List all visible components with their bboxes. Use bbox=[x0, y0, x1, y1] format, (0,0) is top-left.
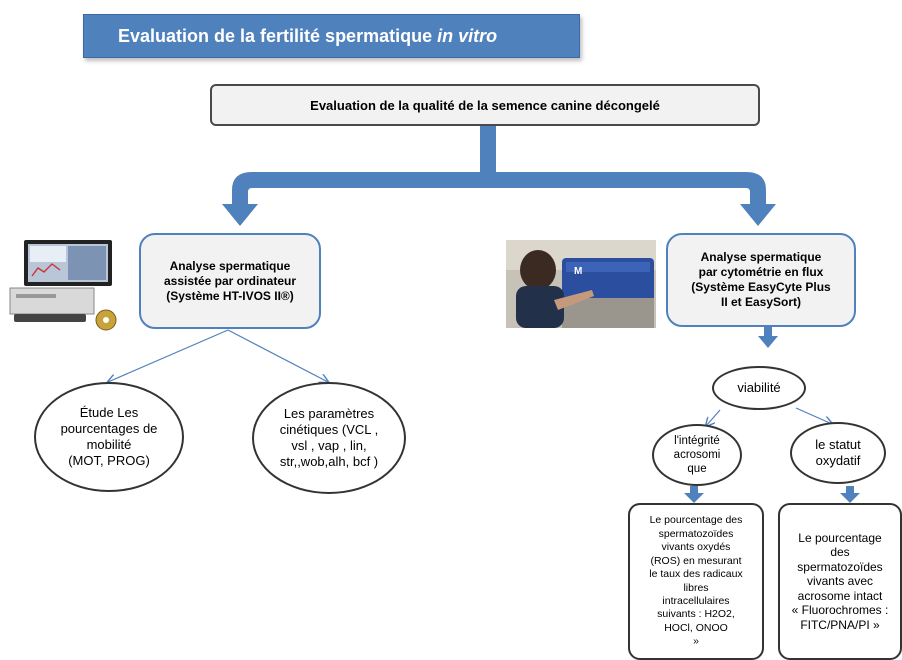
flow-cytometer-operator-photo: M bbox=[506, 240, 656, 328]
left-branch-label: Analyse spermatique assistée par ordinat… bbox=[163, 258, 297, 303]
left-child-label-2: Les paramètres cinétiques (VCL , vsl , v… bbox=[279, 406, 379, 469]
computer-analyzer-photo bbox=[9, 240, 117, 331]
left-branch-node: Analyse spermatique assistée par ordinat… bbox=[139, 233, 321, 329]
right-branch-label: Analyse spermatique par cytométrie en fl… bbox=[691, 250, 831, 309]
title-text: Evaluation de la fertilité spermatique bbox=[118, 25, 433, 46]
detail-box-2: Le pourcentage des spermatozoïdes vivant… bbox=[778, 503, 902, 660]
left-child-ellipse-2: Les paramètres cinétiques (VCL , vsl , v… bbox=[252, 382, 406, 494]
left-child-label-1: Étude Les pourcentages de mobilité (MOT,… bbox=[60, 405, 158, 468]
right-child-label-1: l'intégrité acrosomi que bbox=[673, 435, 721, 475]
main-split-arrow bbox=[222, 126, 776, 226]
detail-label-2: Le pourcentage des spermatozoïdes vivant… bbox=[791, 530, 889, 632]
connector-left-1 bbox=[108, 329, 229, 382]
arrow-head-right bbox=[740, 204, 776, 226]
right-branch-node: Analyse spermatique par cytométrie en fl… bbox=[666, 233, 856, 327]
right-child-ellipse-2: le statut oxydatif bbox=[790, 422, 886, 484]
right-child-label-2: le statut oxydatif bbox=[815, 437, 861, 468]
svg-text:M: M bbox=[574, 266, 582, 277]
main-arrow-stem bbox=[480, 126, 496, 172]
viability-ellipse: viabilité bbox=[712, 366, 806, 410]
left-child-ellipse-1: Étude Les pourcentages de mobilité (MOT,… bbox=[34, 382, 184, 492]
detail-box-1: Le pourcentage des spermatozoïdes vivant… bbox=[628, 503, 764, 660]
right-block-arrows bbox=[684, 327, 860, 503]
root-node: Evaluation de la qualité de la semence c… bbox=[210, 84, 760, 126]
right-child-ellipse-1: l'intégrité acrosomi que bbox=[652, 424, 742, 486]
connector-viability-left bbox=[706, 409, 721, 426]
arrow-head-left bbox=[222, 204, 258, 226]
title-italic-text: in vitro bbox=[437, 25, 498, 46]
root-label: Evaluation de la qualité de la semence c… bbox=[310, 97, 660, 113]
connector-left-2 bbox=[227, 329, 328, 382]
connector-viability-right bbox=[795, 407, 832, 424]
main-arrow-bar bbox=[232, 172, 766, 208]
viability-label: viabilité bbox=[737, 380, 781, 395]
page-title: Evaluation de la fertilité spermatique i… bbox=[83, 14, 580, 58]
detail-label-1: Le pourcentage des spermatozoïdes vivant… bbox=[649, 514, 743, 648]
